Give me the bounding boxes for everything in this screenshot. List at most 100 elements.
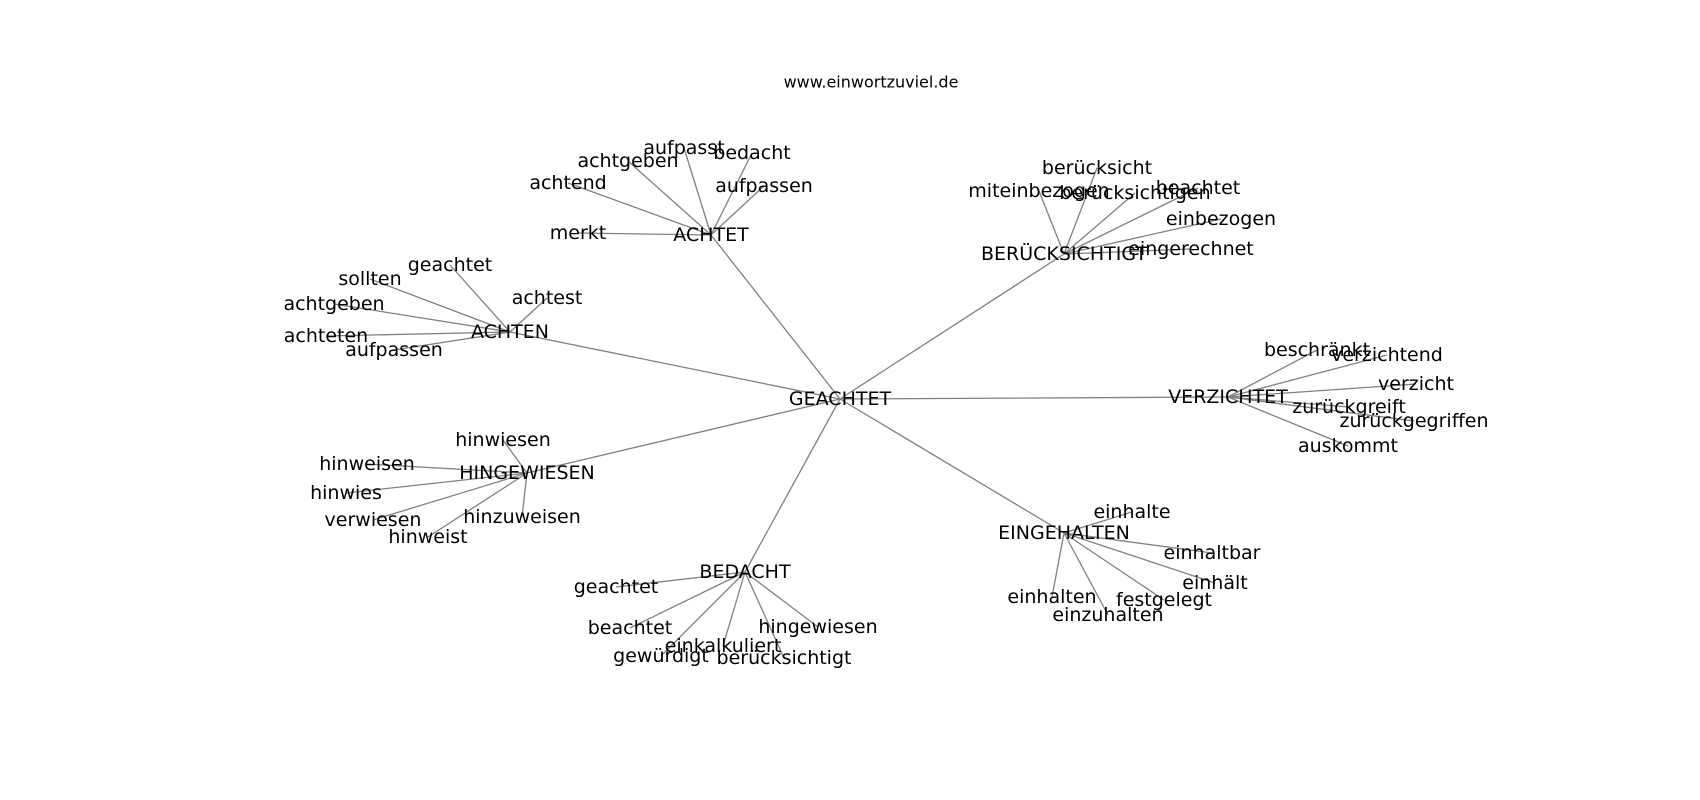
edge-eingehalten-leaf bbox=[1063, 511, 1133, 534]
edge-eingehalten-leaf bbox=[1063, 532, 1165, 601]
edge-center-to-hingewiesen-upper bbox=[526, 398, 841, 474]
leaf-node: berücksicht bbox=[1042, 157, 1152, 179]
edge-achtet-leaf bbox=[683, 147, 712, 236]
edge-achten-leaf bbox=[325, 331, 511, 337]
edge-center-to-achten bbox=[509, 331, 841, 400]
leaf-node: bedacht bbox=[713, 142, 790, 164]
graph-edges bbox=[325, 147, 1417, 659]
edge-hingewiesen-upper-leaf bbox=[502, 439, 528, 474]
edge-center-to-beruecksichtigt-upper bbox=[839, 253, 1065, 400]
edge-hingewiesen-upper-leaf bbox=[372, 472, 528, 521]
leaf-node: achtgeben bbox=[283, 293, 384, 315]
leaf-node: zurückgegriffen bbox=[1339, 410, 1488, 432]
edge-bedacht-upper-leaf bbox=[744, 571, 819, 628]
leaf-node: einhaltbar bbox=[1164, 542, 1261, 564]
edge-center-to-bedacht-upper bbox=[744, 398, 841, 573]
leaf-node: hinzuweisen bbox=[463, 506, 581, 528]
leaf-node: einhalten bbox=[1007, 586, 1096, 608]
edge-achten-leaf bbox=[509, 297, 548, 333]
leaf-node: eingerechnet bbox=[1128, 238, 1254, 260]
edge-achtet-leaf bbox=[710, 152, 753, 236]
leaf-node: verzicht bbox=[1378, 373, 1454, 395]
leaf-node: verzichtend bbox=[1331, 344, 1443, 366]
edge-center-to-verzichtet bbox=[839, 396, 1229, 400]
edge-hingewiesen-upper-leaf bbox=[366, 463, 528, 474]
edge-hingewiesen-upper-leaf bbox=[427, 472, 528, 538]
edge-verzichtet-leaf bbox=[1227, 354, 1388, 398]
leaf-node: zurückgreift bbox=[1292, 396, 1406, 418]
leaf-node: festgelegt bbox=[1116, 589, 1212, 611]
leaf-node: beschränkt bbox=[1264, 339, 1370, 361]
leaf-node: aufpasst bbox=[643, 137, 724, 159]
edge-beruecksichtigt-upper-leaf bbox=[1063, 167, 1098, 255]
hub-node-eingehalten: EINGEHALTEN bbox=[998, 522, 1130, 544]
leaf-node: gewürdigt bbox=[613, 645, 709, 667]
leaf-node: einzuhalten bbox=[1052, 604, 1163, 626]
leaf-node: auskommt bbox=[1298, 435, 1398, 457]
hub-node-hingewiesen-upper: HINGEWIESEN bbox=[459, 462, 595, 484]
leaf-node: sollten bbox=[338, 268, 401, 290]
edge-hingewiesen-upper-leaf bbox=[345, 472, 528, 494]
edge-bedacht-upper-leaf bbox=[660, 571, 746, 657]
edge-eingehalten-leaf bbox=[1063, 532, 1213, 554]
edge-achten-leaf bbox=[449, 264, 511, 333]
leaf-node: einhalte bbox=[1093, 501, 1170, 523]
leaf-node: hinweisen bbox=[319, 453, 415, 475]
leaf-node: berücksichtigt bbox=[717, 647, 852, 669]
edge-eingehalten-leaf bbox=[1063, 532, 1109, 616]
hub-node-bedacht-upper: BEDACHT bbox=[699, 561, 791, 583]
edge-verzichtet-leaf bbox=[1227, 349, 1318, 398]
leaf-node: beachtet bbox=[588, 617, 672, 639]
leaf-node: aufpassen bbox=[715, 175, 813, 197]
edge-bedacht-upper-leaf bbox=[722, 571, 746, 647]
edge-achtet-leaf bbox=[710, 185, 765, 236]
edge-hingewiesen-upper-leaf bbox=[521, 472, 528, 518]
edge-achten-leaf bbox=[333, 303, 511, 333]
edge-achten-leaf bbox=[369, 278, 511, 333]
edge-bedacht-upper-leaf bbox=[744, 571, 785, 659]
leaf-node: einbezogen bbox=[1166, 208, 1276, 230]
hub-node-achtet: ACHTET bbox=[673, 224, 749, 246]
edge-bedacht-upper-leaf bbox=[629, 571, 746, 629]
leaf-node: achtend bbox=[529, 172, 606, 194]
site-title: www.einwortzuviel.de bbox=[784, 73, 959, 92]
leaf-node: achteten bbox=[284, 325, 368, 347]
leaf-node: aufpassen bbox=[345, 339, 443, 361]
leaf-node: merkt bbox=[550, 222, 606, 244]
edge-beruecksichtigt-upper-leaf bbox=[1038, 190, 1065, 255]
leaf-node: achtest bbox=[512, 287, 583, 309]
edge-verzichtet-leaf bbox=[1227, 383, 1417, 398]
leaf-node: hinweist bbox=[388, 526, 467, 548]
leaf-node: verwiesen bbox=[325, 509, 422, 531]
hub-node-achten: ACHTEN bbox=[471, 321, 549, 343]
leaf-node: einhält bbox=[1182, 572, 1247, 594]
edge-verzichtet-leaf bbox=[1227, 396, 1349, 447]
leaf-node: berücksichtigen bbox=[1059, 182, 1210, 204]
leaf-node: achtgeben bbox=[577, 150, 678, 172]
edge-achtet-leaf bbox=[577, 232, 712, 236]
edge-center-to-achtet bbox=[710, 234, 841, 400]
edge-center-to-eingehalten bbox=[839, 398, 1065, 534]
center-node: GEACHTET bbox=[789, 388, 892, 410]
edge-eingehalten-leaf bbox=[1063, 532, 1216, 584]
edge-bedacht-upper-leaf bbox=[615, 571, 746, 588]
leaf-node: hinwies bbox=[310, 482, 382, 504]
edge-achtet-leaf bbox=[627, 160, 712, 236]
edge-achten-leaf bbox=[393, 331, 511, 351]
edge-beruecksichtigt-upper-leaf bbox=[1063, 218, 1222, 255]
edge-beruecksichtigt-upper-leaf bbox=[1063, 187, 1199, 255]
edge-achtet-leaf bbox=[567, 182, 712, 236]
leaf-node: hingewiesen bbox=[758, 616, 877, 638]
edge-verzichtet-leaf bbox=[1227, 396, 1350, 408]
leaf-node: miteinbezogen bbox=[968, 180, 1109, 202]
edge-beruecksichtigt-upper-leaf bbox=[1063, 248, 1192, 255]
leaf-node: hinwiesen bbox=[455, 429, 551, 451]
leaf-node: geachtet bbox=[574, 576, 658, 598]
hub-node-verzichtet: VERZICHTET bbox=[1168, 386, 1288, 408]
edge-eingehalten-leaf bbox=[1051, 532, 1065, 598]
leaf-node: einkalkuliert bbox=[665, 635, 782, 657]
leaf-node: beachtet bbox=[1156, 177, 1240, 199]
leaf-node: geachtet bbox=[408, 254, 492, 276]
